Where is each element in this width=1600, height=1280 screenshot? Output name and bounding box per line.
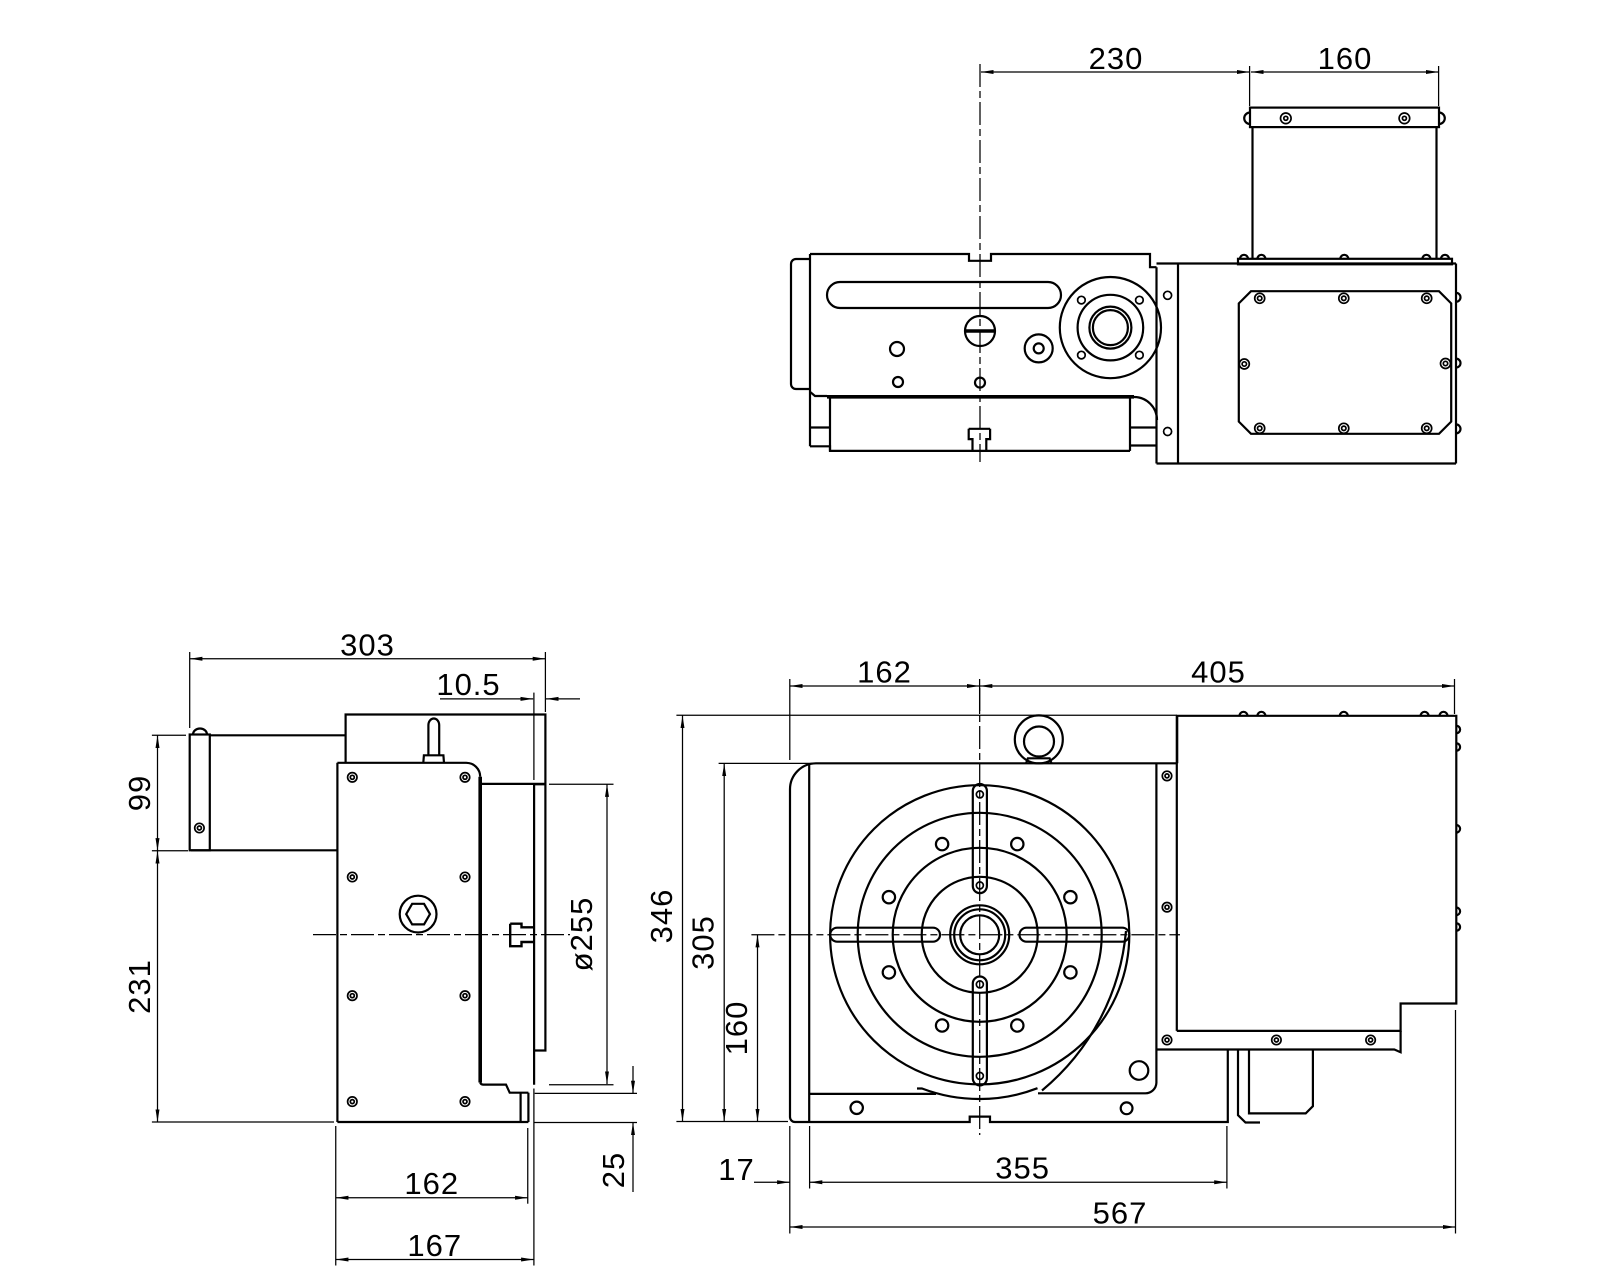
svg-text:355: 355 xyxy=(995,1151,1050,1186)
svg-text:25: 25 xyxy=(596,1152,631,1188)
svg-text:405: 405 xyxy=(1191,655,1246,690)
svg-text:162: 162 xyxy=(404,1166,459,1201)
svg-text:231: 231 xyxy=(122,959,157,1014)
svg-text:160: 160 xyxy=(719,1001,754,1056)
svg-text:305: 305 xyxy=(686,915,721,970)
svg-text:17: 17 xyxy=(718,1152,754,1187)
svg-text:230: 230 xyxy=(1089,41,1144,76)
svg-text:167: 167 xyxy=(407,1228,462,1263)
svg-text:10.5: 10.5 xyxy=(436,667,500,702)
svg-text:567: 567 xyxy=(1093,1196,1148,1231)
svg-text:346: 346 xyxy=(644,889,679,944)
svg-text:303: 303 xyxy=(340,628,395,663)
svg-text:162: 162 xyxy=(857,655,912,690)
svg-text:99: 99 xyxy=(122,775,157,811)
svg-text:160: 160 xyxy=(1318,41,1373,76)
